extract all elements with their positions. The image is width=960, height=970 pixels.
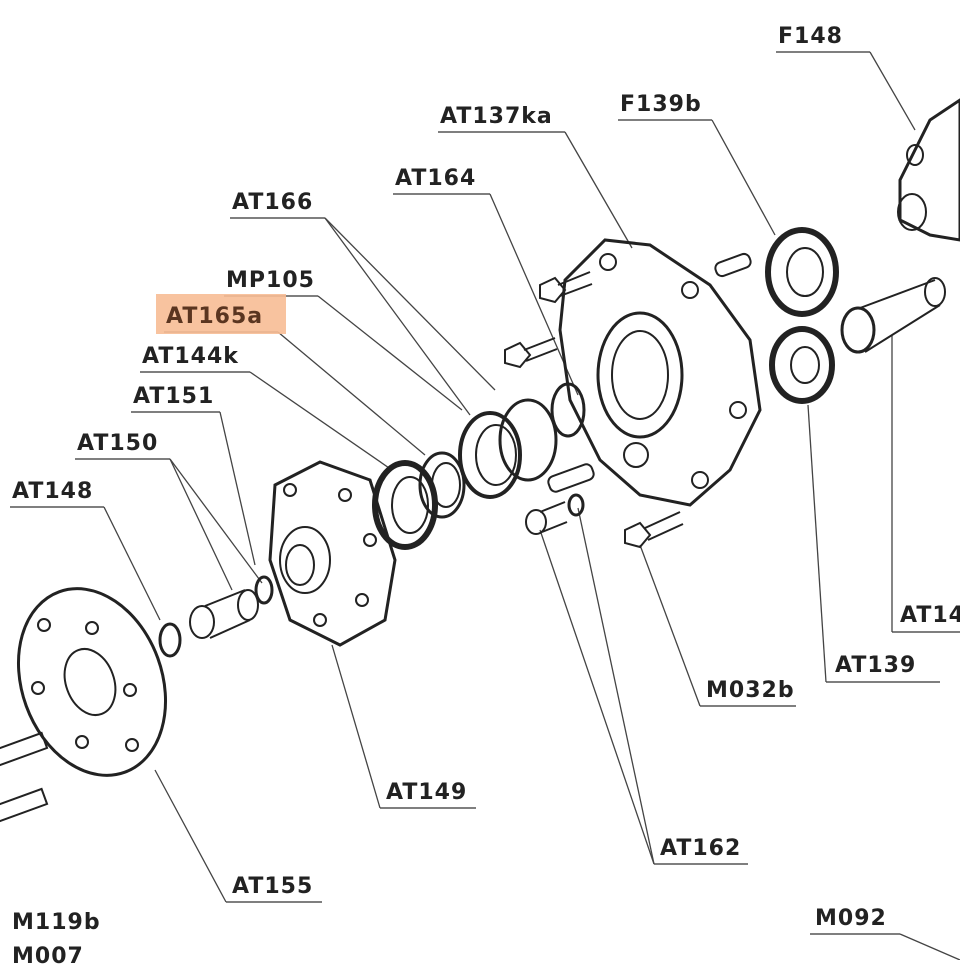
part-f139b-bearing xyxy=(765,227,839,317)
label-at162[interactable]: AT162 xyxy=(660,836,742,861)
highlight-at165a xyxy=(156,294,286,334)
label-m092[interactable]: M092 xyxy=(815,906,887,931)
label-at148[interactable]: AT148 xyxy=(12,479,94,504)
label-m119b[interactable]: M119b xyxy=(12,910,101,935)
part-shaft-gear xyxy=(840,277,946,354)
label-m032b[interactable]: M032b xyxy=(706,678,795,703)
label-at14x[interactable]: AT14 xyxy=(900,603,960,628)
part-at151-shaft xyxy=(189,575,274,639)
part-at137ka-housing xyxy=(558,238,762,507)
label-at166[interactable]: AT166 xyxy=(232,190,314,215)
part-at149-plate xyxy=(268,460,397,647)
leader-lines xyxy=(103,51,960,960)
part-mp105-ring xyxy=(458,411,522,499)
label-at137ka[interactable]: AT137ka xyxy=(440,104,553,129)
label-at155[interactable]: AT155 xyxy=(232,874,314,899)
part-at148-circlip xyxy=(158,622,182,658)
label-at165a[interactable]: AT165a xyxy=(166,304,264,329)
label-underlines xyxy=(10,51,960,935)
part-f148-assembly xyxy=(897,98,960,242)
label-f139b[interactable]: F139b xyxy=(620,92,702,117)
label-at149[interactable]: AT149 xyxy=(386,780,468,805)
label-m007[interactable]: M007 xyxy=(12,944,84,969)
part-at155-disk xyxy=(0,587,168,825)
part-at144k-seal xyxy=(372,460,438,550)
part-at165a-ring xyxy=(418,451,466,519)
part-at139-bearing xyxy=(769,326,835,404)
label-at150[interactable]: AT150 xyxy=(77,431,159,456)
label-at144k[interactable]: AT144k xyxy=(142,344,239,369)
label-at164[interactable]: AT164 xyxy=(395,166,477,191)
label-mp105[interactable]: MP105 xyxy=(226,268,315,293)
label-at151[interactable]: AT151 xyxy=(133,384,215,409)
label-f148[interactable]: F148 xyxy=(778,24,843,49)
part-at166-ring xyxy=(498,398,558,482)
part-bolts xyxy=(504,252,752,549)
label-at139[interactable]: AT139 xyxy=(835,653,917,678)
